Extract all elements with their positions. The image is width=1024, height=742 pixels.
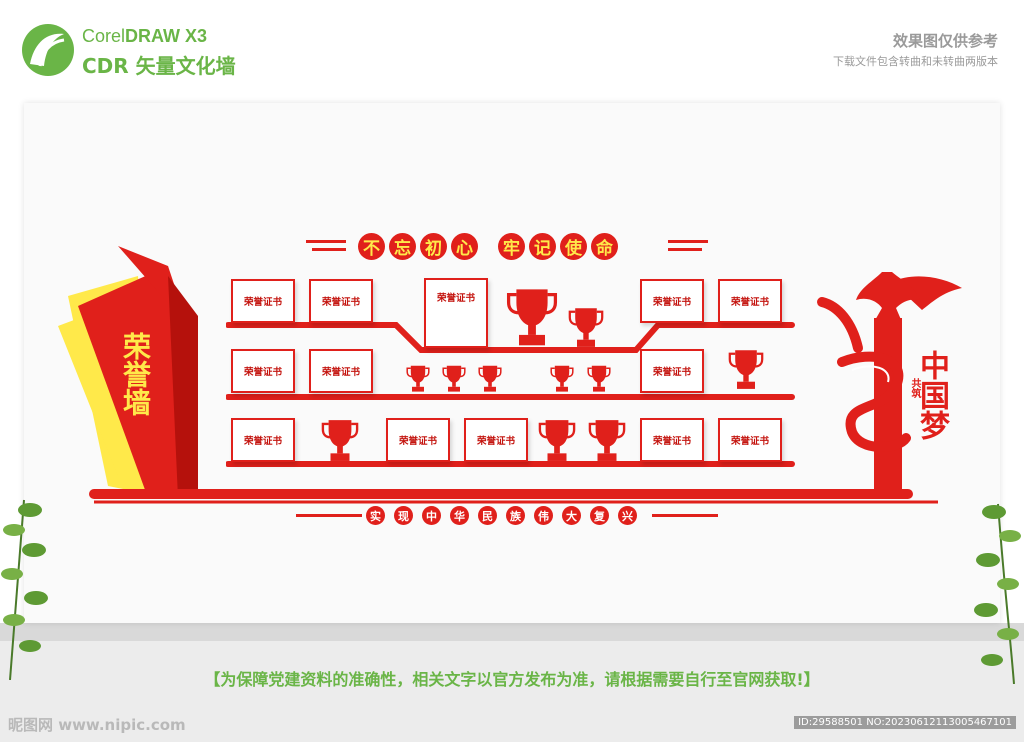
bottom-slogan-char: 实 xyxy=(366,506,385,525)
china-dream-text: 中国梦 xyxy=(914,350,949,440)
trophy-icon xyxy=(478,365,502,393)
certificate: 荣誉证书 xyxy=(640,279,704,323)
trophy-icon xyxy=(587,365,611,393)
top-slogan-char: 记 xyxy=(529,233,556,260)
certificate: 荣誉证书 xyxy=(718,279,782,323)
watermark-right: ID:29588501 NO:20230612113005467101 xyxy=(794,716,1016,729)
bottom-slogan-char: 中 xyxy=(422,506,441,525)
brand-line2: CDR 矢量文化墙 xyxy=(82,54,236,78)
coreldraw-logo-icon xyxy=(22,24,74,76)
bottom-slogan-char: 族 xyxy=(506,506,525,525)
slogan-line-right-2 xyxy=(668,248,702,251)
china-dream-small-text: 共筑 xyxy=(909,378,920,398)
certificate: 荣誉证书 xyxy=(309,279,373,323)
certificate: 荣誉证书 xyxy=(718,418,782,462)
floor-band xyxy=(0,623,1024,641)
honor-wall-title: 荣誉墙 xyxy=(119,332,152,416)
certificate: 荣誉证书 xyxy=(424,278,488,348)
top-slogan-char: 初 xyxy=(420,233,447,260)
bottom-slogan-char: 华 xyxy=(450,506,469,525)
bottom-slogan-line-right xyxy=(652,514,718,517)
preview-note-subtitle: 下载文件包含转曲和未转曲两版本 xyxy=(833,55,998,68)
top-slogan: 不 忘 初 心 牢 记 使 命 xyxy=(358,233,618,260)
bottom-slogan-char: 大 xyxy=(562,506,581,525)
bottom-slogan-char: 民 xyxy=(478,506,497,525)
trophy-icon xyxy=(538,418,576,463)
huabiao-pillar-icon xyxy=(817,272,962,494)
trophy-icon xyxy=(442,365,466,393)
slogan-line-left xyxy=(306,240,346,243)
certificate: 荣誉证书 xyxy=(231,349,295,393)
slogan-line-right xyxy=(668,240,708,243)
plant-left-icon xyxy=(1,499,48,680)
watermark-left: 昵图网 www.nipic.com xyxy=(8,716,186,734)
slogan-line-left-2 xyxy=(312,248,346,251)
trophy-icon xyxy=(588,418,626,463)
plant-right-icon xyxy=(974,503,1021,684)
brand-line1-light: Corel xyxy=(82,26,126,46)
top-slogan-char: 牢 xyxy=(498,233,525,260)
certificate: 荣誉证书 xyxy=(640,418,704,462)
notice-text: 【为保障党建资料的准确性，相关文字以官方发布为准，请根据需要自行至官网获取!】 xyxy=(204,670,820,689)
certificate: 荣誉证书 xyxy=(309,349,373,393)
trophy-icon xyxy=(728,349,764,391)
brand-line1-bold: DRAW X3 xyxy=(125,26,208,46)
bottom-slogan-char: 复 xyxy=(590,506,609,525)
certificate: 荣誉证书 xyxy=(640,349,704,393)
top-slogan-char: 命 xyxy=(591,233,618,260)
trophy-icon xyxy=(321,418,359,463)
trophy-icon xyxy=(568,307,604,349)
certificate: 荣誉证书 xyxy=(231,418,295,462)
top-slogan-char: 忘 xyxy=(389,233,416,260)
certificate: 荣誉证书 xyxy=(231,279,295,323)
certificate: 荣誉证书 xyxy=(386,418,450,462)
shelves xyxy=(226,322,795,467)
top-slogan-char: 不 xyxy=(358,233,385,260)
bottom-slogan-char: 伟 xyxy=(534,506,553,525)
bottom-slogan-line-left xyxy=(296,514,362,517)
trophy-icon xyxy=(506,287,558,347)
top-slogan-char: 使 xyxy=(560,233,587,260)
bottom-slogan-char: 现 xyxy=(394,506,413,525)
bottom-slogan-char: 兴 xyxy=(618,506,637,525)
base-line xyxy=(89,489,938,504)
certificate: 荣誉证书 xyxy=(464,418,528,462)
honor-banner-shape xyxy=(58,246,198,498)
preview-note-title: 效果图仅供参考 xyxy=(892,32,998,50)
top-slogan-char: 心 xyxy=(451,233,478,260)
trophy-icon xyxy=(406,365,430,393)
trophy-icon xyxy=(550,365,574,393)
bottom-slogan: 实 现 中 华 民 族 伟 大 复 兴 xyxy=(366,506,637,525)
